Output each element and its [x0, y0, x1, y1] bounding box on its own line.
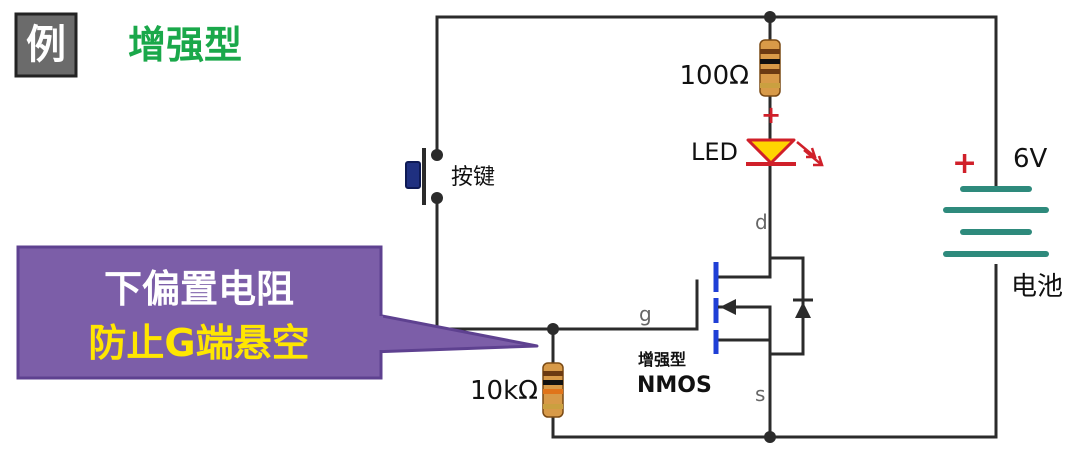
resistor-10k-label: 10kΩ: [470, 376, 538, 406]
battery-plus-sign: +: [952, 146, 977, 181]
led: + LED: [691, 101, 824, 167]
header: 例 增强型: [14, 12, 242, 78]
page-title: 增强型: [128, 23, 242, 67]
callout-box: [16, 245, 383, 380]
pin-g-label: g: [639, 302, 652, 326]
junction-dot: [547, 323, 559, 335]
nmos-transistor: d g s 增强型 NMOS: [637, 210, 813, 406]
pin-s-label: s: [755, 382, 765, 406]
nmos-arrow-icon: [720, 299, 736, 315]
led-light-arrows-icon: [796, 141, 824, 167]
example-badge: [14, 12, 78, 78]
led-triangle-icon: [746, 138, 796, 165]
callout-line2: 防止G端悬空: [88, 321, 309, 365]
battery-voltage-label: 6V: [1013, 144, 1048, 174]
button-cap-icon: [405, 161, 421, 189]
callout-pointer: [370, 312, 539, 354]
battery-label: 电池: [1011, 272, 1063, 302]
junction-dot: [764, 431, 776, 443]
push-button: 按键: [405, 148, 495, 205]
nmos-name-label: NMOS: [637, 373, 712, 398]
resistor-10k: 10kΩ: [470, 362, 564, 418]
junction-dot: [764, 11, 776, 23]
example-badge-text: 例: [26, 22, 66, 68]
callout: 下偏置电阻 防止G端悬空: [16, 245, 539, 380]
battery: + 6V 电池: [943, 144, 1063, 302]
body-diode-icon: [795, 302, 811, 318]
pin-d-label: d: [755, 210, 768, 234]
resistor-100ohm: 100Ω: [680, 39, 781, 97]
led-label: LED: [691, 138, 738, 166]
nmos-type-label: 增强型: [638, 350, 686, 369]
junction-dots: [547, 11, 776, 443]
button-label: 按键: [451, 165, 495, 190]
resistor-100ohm-label: 100Ω: [680, 61, 750, 91]
callout-line1: 下偏置电阻: [104, 267, 294, 311]
led-plus-sign: +: [761, 101, 781, 129]
